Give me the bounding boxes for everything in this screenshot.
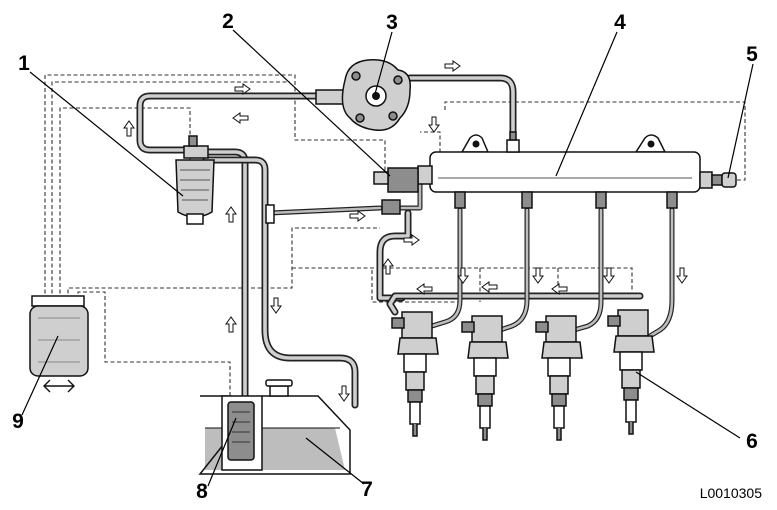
callout-3: 3 <box>386 11 398 34</box>
callout-9: 9 <box>12 410 24 433</box>
callout-4: 4 <box>614 11 626 34</box>
common-rail <box>417 131 701 209</box>
leader-lines <box>21 29 754 487</box>
high-pressure-pump <box>315 58 411 131</box>
callout-6: 6 <box>746 430 758 453</box>
flow-arrows <box>123 60 688 402</box>
callout-7: 7 <box>361 478 373 501</box>
engine-control-module <box>29 295 89 393</box>
injector-1 <box>391 311 439 437</box>
figure-code: L0010305 <box>700 485 763 501</box>
return-line-sensor <box>265 199 401 224</box>
injector-2 <box>461 315 509 441</box>
injector-4 <box>607 309 655 435</box>
callout-5: 5 <box>746 43 758 66</box>
callout-2: 2 <box>222 10 234 33</box>
rail-pressure-sensor <box>699 171 737 189</box>
fuel-filter <box>175 135 215 225</box>
low-pressure-lines <box>136 74 644 409</box>
callout-8: 8 <box>196 480 208 503</box>
pressure-control-valve <box>373 167 419 193</box>
tank-fuel-pump <box>221 395 263 471</box>
callout-1: 1 <box>18 52 30 75</box>
high-pressure-lines <box>267 179 675 339</box>
injector-3 <box>535 315 583 441</box>
